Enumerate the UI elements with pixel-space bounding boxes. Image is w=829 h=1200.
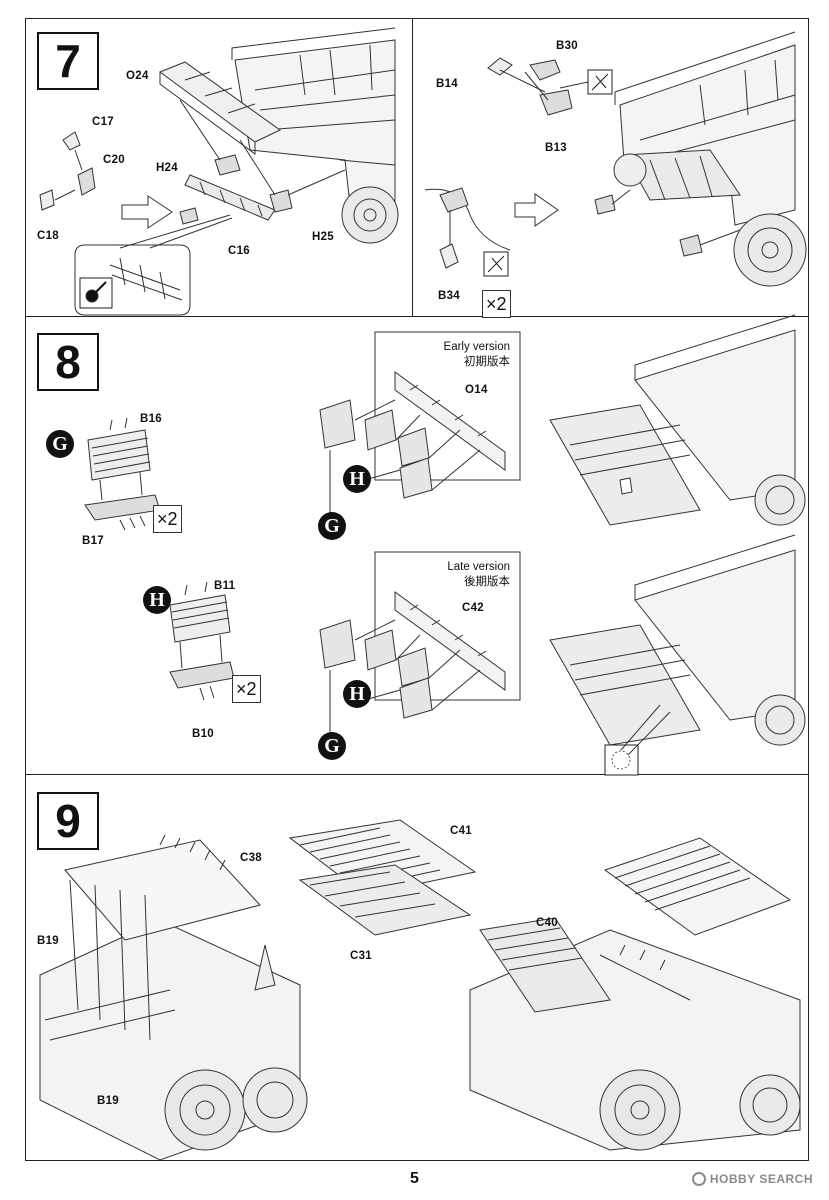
step8-part-B11-assembly xyxy=(169,581,235,701)
late-version-label: Late version 後期版本 xyxy=(420,560,510,590)
part-label-b30: B30 xyxy=(556,40,578,52)
page-frame xyxy=(25,18,809,1161)
part-label-b10: B10 xyxy=(192,728,214,740)
quantity-multiplier: ×2 xyxy=(153,505,182,533)
step7-right-part-B34 xyxy=(424,187,511,277)
part-label-b34: B34 xyxy=(438,290,460,302)
step8-early-vehicle xyxy=(549,314,806,526)
part-label-h24: H24 xyxy=(156,162,178,174)
step-divider xyxy=(25,774,809,775)
part-label-c40: C40 xyxy=(536,917,558,929)
circle-marker-g: G xyxy=(318,512,346,540)
step8-late-panel-C42 xyxy=(319,551,521,740)
part-label-h25: H25 xyxy=(312,231,334,243)
early-version-en: Early version xyxy=(443,341,510,353)
circle-marker-g: G xyxy=(46,430,74,458)
step9-vehicle-left xyxy=(39,834,308,1161)
part-label-c31: C31 xyxy=(350,950,372,962)
step8-part-B16-assembly xyxy=(84,417,161,531)
quantity-multiplier: ×2 xyxy=(232,675,261,703)
circle-marker-h: H xyxy=(343,680,371,708)
part-label-c41: C41 xyxy=(450,825,472,837)
part-label-c18: C18 xyxy=(37,230,59,242)
step9-vehicle-right xyxy=(469,837,801,1151)
step7-right-part-B14-B30-B13 xyxy=(487,57,613,116)
step7-assembly-arrow-right xyxy=(514,193,559,227)
watermark-logo-icon xyxy=(691,1172,706,1186)
step7-vehicle-rear-right xyxy=(594,31,807,287)
part-label-o14: O14 xyxy=(465,384,488,396)
step7-center-divider xyxy=(412,18,413,316)
watermark: HOBBY SEARCH xyxy=(691,1172,813,1186)
step7-assembly-arrow-left xyxy=(121,195,173,229)
circle-marker-h: H xyxy=(343,465,371,493)
quantity-multiplier: ×2 xyxy=(482,290,511,318)
circle-marker-g: G xyxy=(318,732,346,760)
step-divider xyxy=(25,316,809,317)
step8-late-vehicle xyxy=(549,534,806,776)
part-label-c17: C17 xyxy=(92,116,114,128)
part-label-c20: C20 xyxy=(103,154,125,166)
late-version-en: Late version xyxy=(447,561,510,573)
step7-vehicle-rear-left xyxy=(231,27,399,244)
part-label-b17: B17 xyxy=(82,535,104,547)
part-label-b11: B11 xyxy=(214,580,236,592)
step-7-number: 7 xyxy=(37,32,99,90)
part-label-o24: O24 xyxy=(126,70,149,82)
part-label-c42: C42 xyxy=(462,602,484,614)
step-9-number: 9 xyxy=(37,792,99,850)
step7-fender-O24 xyxy=(158,61,281,155)
part-label-b19: B19 xyxy=(97,1095,119,1107)
step7-bracket-parts xyxy=(39,99,346,225)
part-label-b13: B13 xyxy=(545,142,567,154)
part-label-c16: C16 xyxy=(228,245,250,257)
watermark-text: HOBBY SEARCH xyxy=(709,1172,813,1186)
part-label-b19: B19 xyxy=(37,935,59,947)
page-number: 5 xyxy=(410,1170,419,1187)
early-version-jp: 初期版本 xyxy=(464,356,510,368)
early-version-label: Early version 初期版本 xyxy=(420,340,510,370)
late-version-jp: 後期版本 xyxy=(464,576,510,588)
part-label-b14: B14 xyxy=(436,78,458,90)
circle-marker-h: H xyxy=(143,586,171,614)
part-label-b16: B16 xyxy=(140,413,162,425)
step7-detail-callout xyxy=(74,214,233,316)
part-label-c38: C38 xyxy=(240,852,262,864)
step8-early-panel-O14 xyxy=(319,331,521,520)
step9-part-C31 xyxy=(298,864,472,936)
step-8-number: 8 xyxy=(37,333,99,391)
